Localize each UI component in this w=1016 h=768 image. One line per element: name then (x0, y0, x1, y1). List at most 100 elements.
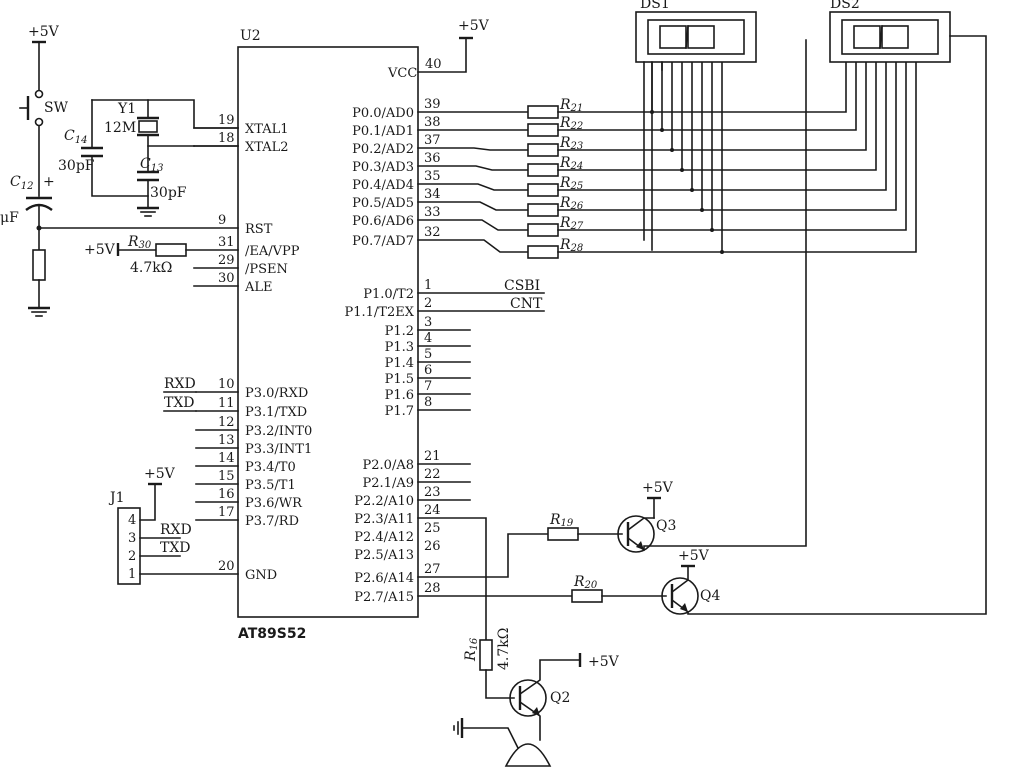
c14-ref: C (64, 128, 75, 144)
c13-sub: 13 (151, 163, 164, 174)
txd-net-j1: TXD (160, 540, 191, 556)
mcu-left-pin-num: 20 (218, 559, 235, 574)
mcu-left-pin-name: XTAL2 (245, 140, 289, 155)
j1-pin-4: 4 (128, 513, 136, 528)
mcu-right-pin-num: 32 (424, 225, 441, 240)
mcu-left-pin-name: P3.5/T1 (245, 478, 296, 493)
r16-value: 4.7kΩ (496, 628, 512, 670)
mcu-right-pin: 3P1.2 (385, 315, 471, 339)
mcu-left-pin-name: XTAL1 (245, 122, 289, 137)
p0-resistor-sub: 26 (570, 201, 584, 212)
c14-value: 30pF (58, 158, 95, 174)
ds1-pin-row (643, 61, 663, 251)
svg-text:R27: R27 (559, 215, 584, 232)
mcu-right-pin-name: P0.5/AD5 (352, 196, 414, 211)
crystal-ground-symbol (137, 206, 159, 217)
svg-text:R30: R30 (127, 234, 152, 251)
crystal-ref: Y1 (117, 101, 136, 117)
p0-resistor-ref: R (559, 175, 571, 191)
mcu-right-pin-num: 37 (424, 133, 441, 148)
txd-net-left: TXD (164, 395, 195, 411)
mcu-right-pin-num: 23 (424, 485, 441, 500)
mcu-right-pin-num: 27 (424, 562, 441, 577)
mcu-ref: U2 (240, 28, 261, 44)
r20-sub: 20 (584, 580, 598, 591)
ea-pullup: +5V R30 4.7kΩ (84, 234, 239, 276)
mcu-right-pin-name: P2.1/A9 (363, 476, 414, 491)
mcu-left-pin-num: 18 (218, 131, 235, 146)
mcu-right-pin-name: P1.2 (385, 324, 414, 339)
driver-q4: R20 +5V Q4 (417, 35, 987, 615)
mcu-right-pin-name: P2.7/A15 (354, 590, 414, 605)
p26-wire (417, 533, 549, 578)
c12-value: μF (0, 210, 19, 226)
rxd-net-j1: RXD (160, 522, 192, 538)
cap-c12: C12 + μF (0, 174, 55, 226)
vcc-pin-wire (417, 37, 467, 73)
p0-resistor-sub: 24 (570, 161, 584, 172)
mcu-right-pin-name: P2.4/A12 (354, 530, 414, 545)
mcu-right-pin-name: P1.6 (385, 388, 414, 403)
mcu-left-pin: 31/EA/VPP (218, 235, 300, 259)
mcu-right-pin-num: 8 (424, 395, 432, 410)
p0-resistor: R21 (417, 61, 847, 119)
svg-text:R19: R19 (549, 512, 574, 529)
p1-net-labels: CSBI CNT (504, 278, 543, 312)
mcu-right-pin-name: P0.1/AD1 (352, 124, 414, 139)
p0-resistor-ref: R (559, 115, 571, 131)
mcu-right-pin-num: 35 (424, 169, 441, 184)
c12-sub: 12 (21, 181, 34, 192)
mcu-left-pin: 29/PSEN (193, 253, 288, 277)
mcu-right-pin-num: 25 (424, 521, 441, 536)
r20-ref: R (573, 574, 585, 590)
j1-pin-2: 2 (128, 549, 136, 564)
mcu-right-pin-name: P1.4 (385, 356, 414, 371)
cap-c13: C13 30pF (137, 156, 187, 201)
mcu-left-pin-num: 17 (218, 505, 235, 520)
svg-text:R23: R23 (559, 135, 583, 152)
reset-ground-symbol (28, 306, 50, 317)
mcu-left-pin-num: 31 (218, 235, 235, 250)
mcu-right-pin-name: P2.6/A14 (354, 571, 414, 586)
mcu-left-pin-name: GND (245, 568, 277, 583)
r30-ref: R (127, 234, 139, 250)
ds1-ref: DS1 (640, 0, 670, 12)
p0-resistor-sub: 23 (570, 141, 584, 152)
mcu-right-pin: 2P1.1/T2EX (345, 296, 545, 320)
mcu-right-pin-num: 6 (424, 363, 432, 378)
mcu-vcc-num: 40 (425, 57, 442, 72)
r16-ref: R (463, 650, 479, 662)
mcu-right-pin-num: 22 (424, 467, 441, 482)
reset-vcc-label: +5V (28, 24, 60, 40)
mcu-right-pin-num: 38 (424, 115, 441, 130)
p0-resistor-ref: R (559, 237, 571, 253)
svg-text:C12: C12 (10, 174, 33, 192)
mcu-right-pin: 5P1.4 (385, 347, 471, 371)
mcu-right-pin-num: 21 (424, 449, 441, 464)
mcu-left-pin-name: RST (245, 222, 273, 237)
mcu-right-pin-name: P2.3/A11 (354, 512, 414, 527)
driver-q3: R19 Q3 +5V (417, 39, 807, 578)
c12-ref: C (10, 174, 21, 190)
driver-q2-buzzer: R16 4.7kΩ +5V Q2 (417, 517, 620, 767)
r20-body (571, 589, 603, 603)
mcu-left-pin-name: P3.6/WR (245, 496, 303, 511)
mcu-right-pin-num: 34 (424, 187, 441, 202)
p0-resistor-sub: 22 (570, 121, 584, 132)
mcu-left-pin-name: P3.3/INT1 (245, 442, 312, 457)
p0-resistor-body (527, 183, 559, 197)
mcu-right-pin: 8P1.7 (385, 395, 471, 419)
